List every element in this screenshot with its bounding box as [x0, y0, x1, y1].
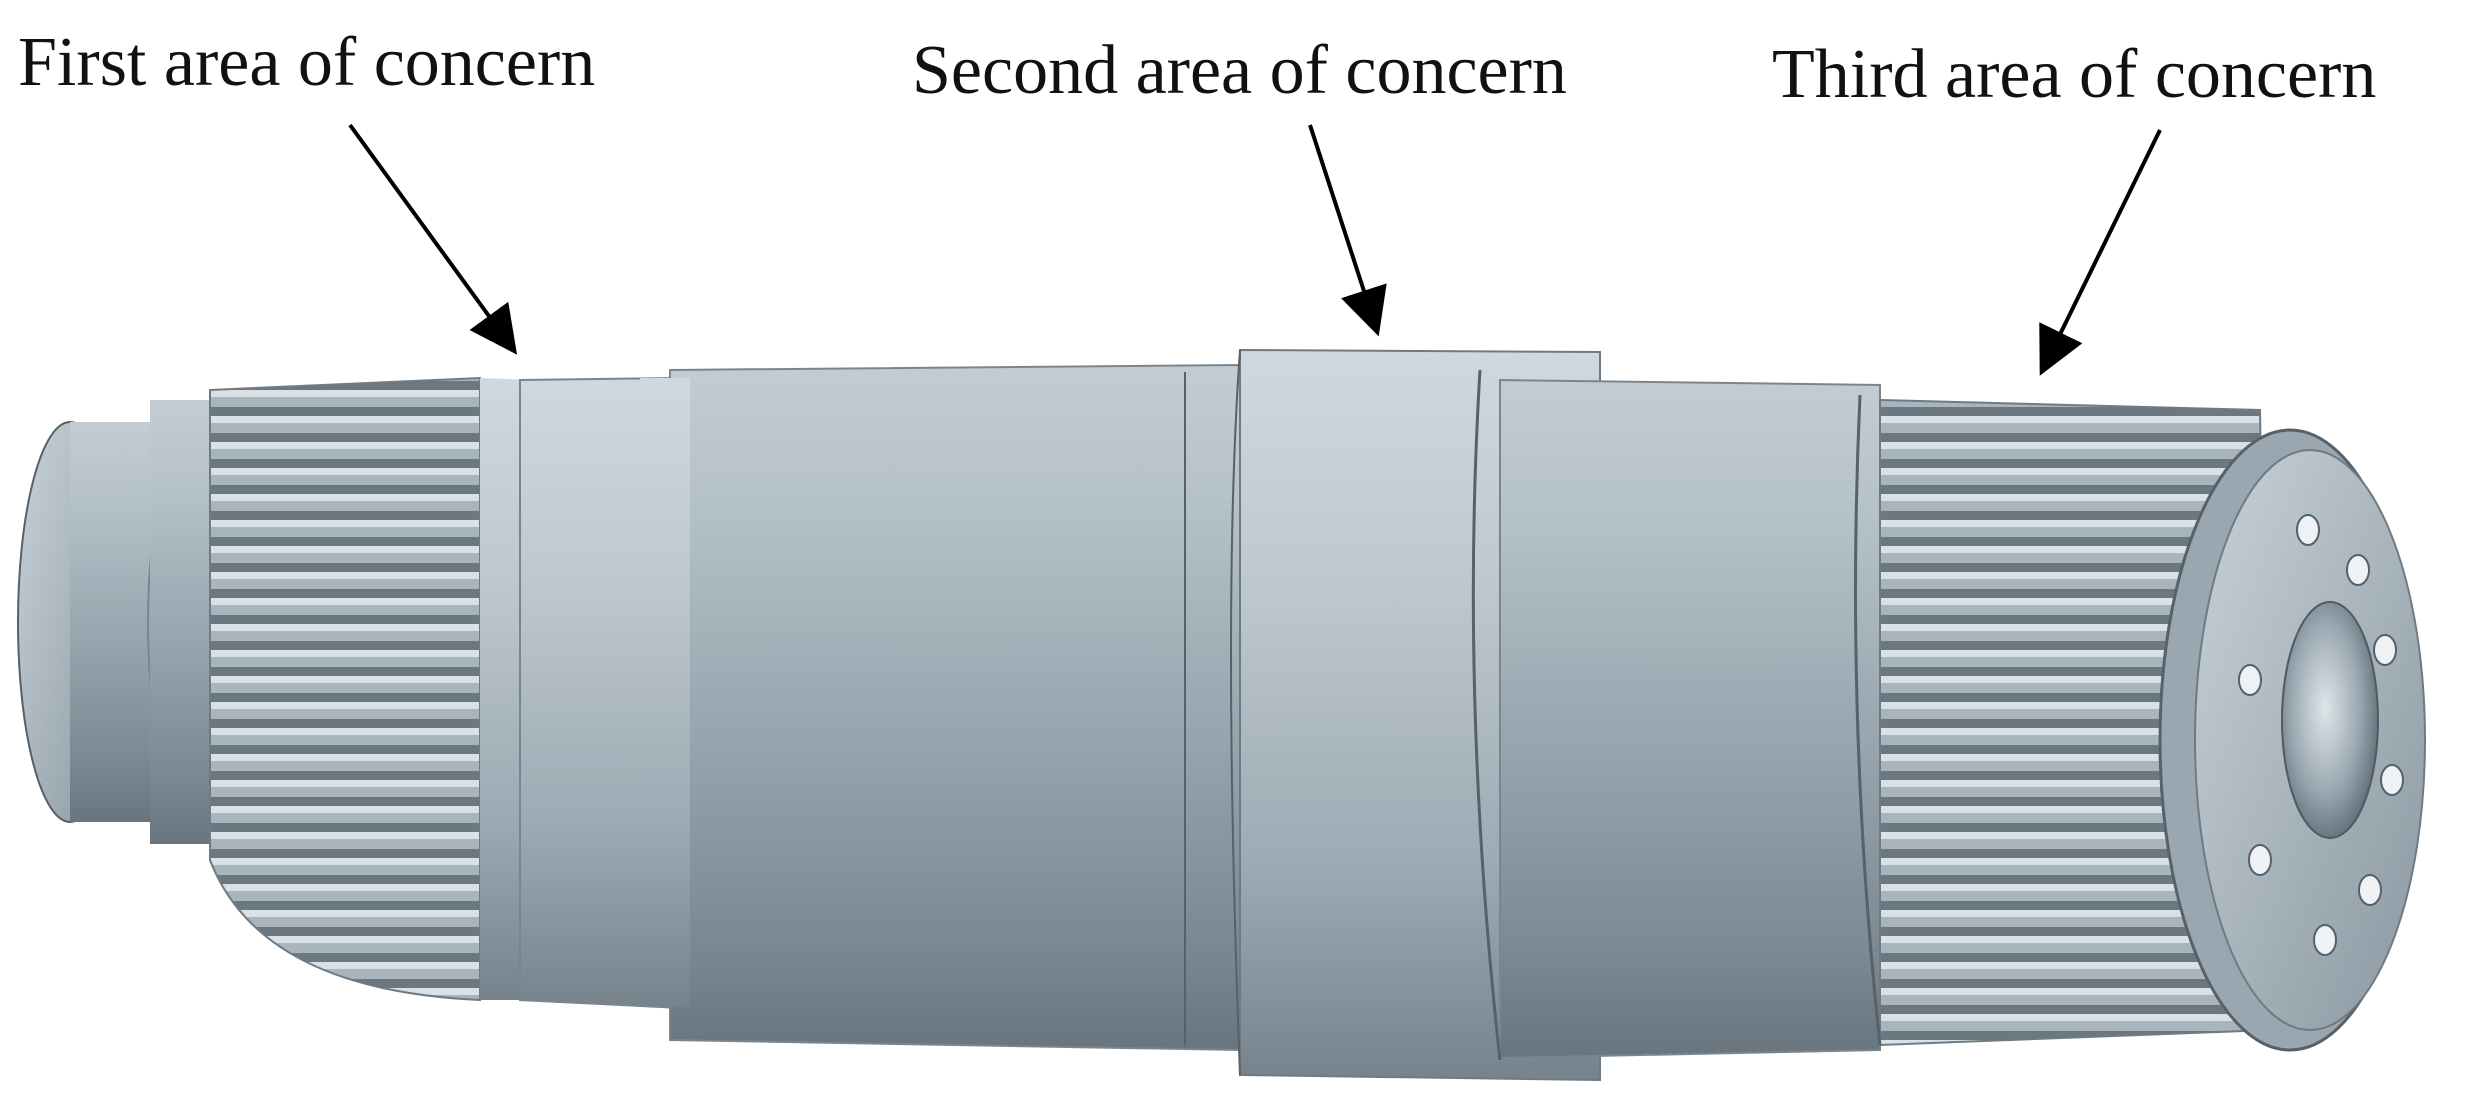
arrow-third-icon — [2039, 129, 2162, 376]
right-body — [1471, 369, 1881, 1061]
third-area-label: Third area of concern — [1772, 36, 2377, 113]
left-end-stub — [17, 400, 253, 844]
main-body — [640, 363, 1241, 1052]
right-spline — [1854, 394, 2272, 1047]
arrow-second-icon — [1308, 124, 1387, 337]
callout-arrows — [348, 123, 2162, 376]
right-end-flange — [2158, 428, 2426, 1052]
first-area-label: First area of concern — [18, 24, 596, 101]
second-area-label: Second area of concern — [912, 32, 1567, 109]
left-spline — [209, 376, 530, 1002]
arrow-first-icon — [348, 123, 518, 355]
